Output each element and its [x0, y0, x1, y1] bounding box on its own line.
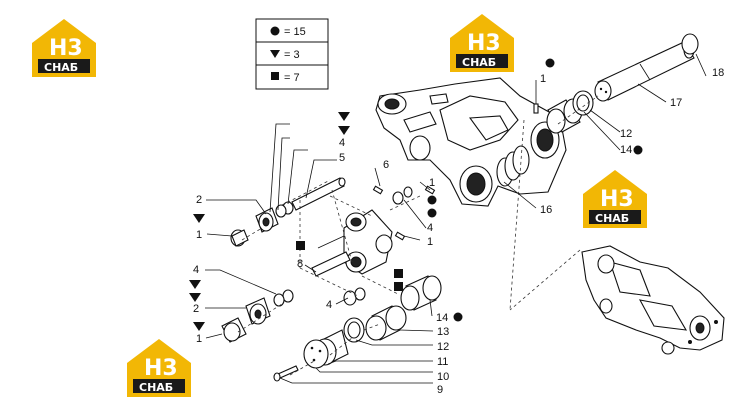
leader-lines — [205, 53, 707, 384]
triangle-symbol-icon — [193, 214, 205, 223]
callout-8: 8 — [297, 258, 303, 270]
bolt-6 — [372, 185, 384, 195]
logo-text: СНАБ — [139, 381, 173, 394]
bush-2-upper — [255, 207, 279, 233]
callout-1: 1 — [196, 229, 202, 241]
bushing-14-lower — [400, 275, 442, 311]
bushing-13 — [365, 305, 407, 341]
bolt-1-top — [533, 80, 539, 114]
callout-13: 13 — [437, 326, 449, 338]
pin-8 — [311, 251, 351, 277]
callout-17: 17 — [670, 97, 682, 109]
callout-14: 14 — [436, 312, 448, 324]
callout-14: 14 — [620, 144, 632, 156]
logo-mark: H3 — [600, 187, 634, 212]
bush-1-lower-left — [221, 317, 247, 343]
washer-4-right — [403, 186, 413, 198]
washer-4-upper — [275, 201, 294, 218]
brand-logo: H3 СНАБ — [127, 339, 191, 397]
bushing-12-top — [546, 98, 583, 134]
bolt-9 — [273, 365, 299, 382]
square-symbol-icon — [394, 282, 403, 291]
bolt-1-lever — [394, 231, 406, 241]
washer-4-lower — [273, 289, 294, 307]
circle-symbol-icon — [545, 58, 555, 68]
callout-12: 12 — [620, 128, 632, 140]
triangle-symbol-icon — [338, 126, 350, 135]
callout-10: 10 — [437, 371, 449, 383]
circle-symbol-icon — [427, 195, 437, 205]
callout-18: 18 — [712, 67, 724, 79]
ring-set-16 — [496, 145, 530, 187]
callout-1: 1 — [427, 236, 433, 248]
plate-10 — [303, 339, 329, 369]
brand-logo: H3 СНАБ — [32, 19, 96, 77]
callout-4: 4 — [326, 299, 332, 311]
callout-1: 1 — [196, 333, 202, 345]
logo-mark: H3 — [49, 36, 83, 61]
legend-circle-icon — [270, 26, 280, 36]
pin-5 — [291, 177, 346, 211]
qty-symbols — [189, 58, 643, 331]
pin-17 — [594, 41, 695, 102]
triangle-symbol-icon — [189, 293, 201, 302]
callout-6: 6 — [383, 159, 389, 171]
callout-5: 5 — [339, 152, 345, 164]
circle-symbol-icon — [427, 208, 437, 218]
triangle-symbol-icon — [193, 322, 205, 331]
washer-4-bottom — [354, 287, 366, 301]
callout-9: 9 — [437, 384, 443, 396]
washer-4-bottom — [343, 290, 357, 306]
legend-square-icon — [271, 72, 279, 80]
callout-2: 2 — [193, 303, 199, 315]
legend-value-circle: = 15 — [284, 26, 306, 38]
callout-2: 2 — [196, 194, 202, 206]
logo-text: СНАБ — [595, 212, 629, 225]
callout-4: 4 — [427, 222, 433, 234]
triangle-symbol-icon — [189, 280, 201, 289]
lever-part — [343, 209, 393, 275]
logo-text: СНАБ — [44, 61, 78, 74]
brand-logo: H3 СНАБ — [450, 14, 514, 72]
callout-1: 1 — [540, 73, 546, 85]
assembly-dashed-lines — [237, 95, 599, 376]
ring-12-lower — [343, 317, 365, 343]
ring-18 — [681, 33, 699, 55]
logo-mark: H3 — [467, 31, 501, 56]
logo-text: СНАБ — [462, 56, 496, 69]
callout-4: 4 — [193, 264, 199, 276]
callout-4: 4 — [339, 137, 345, 149]
bush-2-lower — [245, 297, 271, 325]
callout-12: 12 — [437, 341, 449, 353]
bolt-1-upper-left — [230, 229, 249, 247]
callout-16: 16 — [540, 204, 552, 216]
brand-logo: H3 СНАБ — [583, 170, 647, 228]
legend-value-square: = 7 — [284, 72, 300, 84]
logo-mark: H3 — [144, 356, 178, 381]
main-frame-part — [375, 77, 567, 207]
circle-symbol-icon — [633, 145, 643, 155]
callout-1: 1 — [429, 177, 435, 189]
circle-symbol-icon — [453, 312, 463, 322]
washer-4-right — [392, 191, 404, 205]
triangle-symbol-icon — [338, 112, 350, 121]
inset-frame-view — [581, 245, 725, 355]
callout-11: 11 — [437, 356, 448, 368]
ring-14-top — [572, 90, 594, 116]
legend-value-triangle: = 3 — [284, 49, 300, 61]
legend-triangle-icon — [270, 50, 280, 58]
square-symbol-icon — [296, 241, 305, 250]
square-symbol-icon — [394, 269, 403, 278]
callout-labels: 2 1 4 2 1 4 5 6 8 4 1 4 1 9 10 11 12 13 … — [193, 67, 724, 396]
legend-box: = 15 = 3 = 7 — [255, 18, 329, 90]
